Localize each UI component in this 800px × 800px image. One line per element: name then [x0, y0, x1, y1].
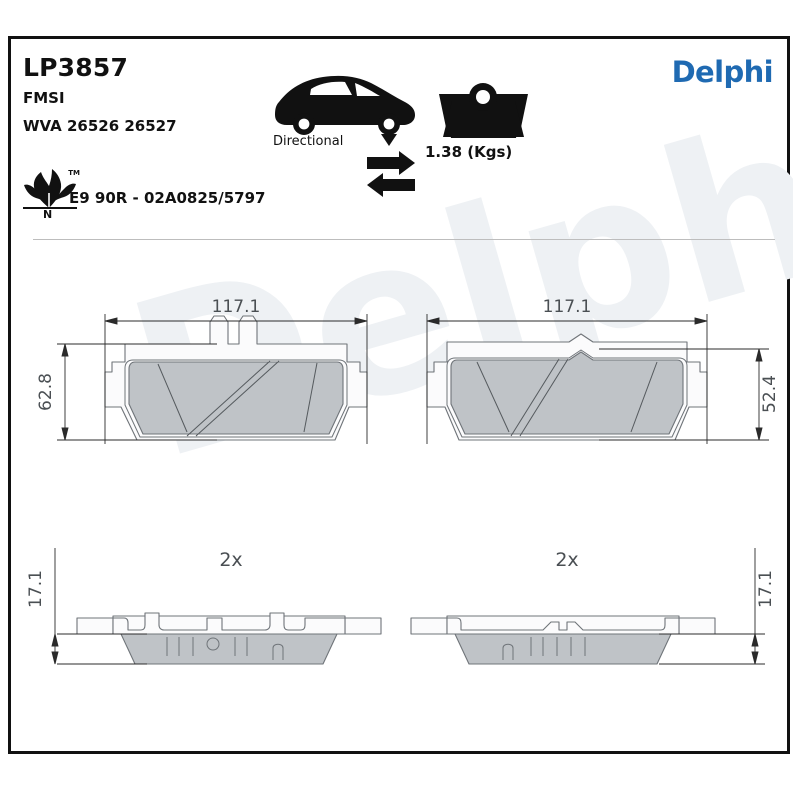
pad-front-view-right: 117.1 52.4 — [426, 297, 780, 444]
pad-side-view-left: 17.1 2x — [26, 548, 382, 665]
dimension-height-right-value: 52.4 — [760, 375, 780, 413]
dimension-width-right — [426, 314, 708, 444]
fmsi-label: FMSI — [23, 89, 65, 107]
pad-front-view-left: 117.1 62.8 — [36, 297, 368, 444]
drawing-sheet: Delphi LP3857 FMSI WVA 26526 26527 Delph… — [8, 36, 793, 754]
trademark-mark: TM — [68, 169, 80, 177]
dimension-thickness-right — [659, 548, 765, 665]
weight-label: 1.38 (Kgs) — [425, 143, 513, 161]
dimension-height-left-value: 62.8 — [36, 373, 56, 411]
directional-arrows-icon — [367, 151, 415, 197]
directional-label: Directional — [273, 134, 344, 149]
eco-letter: N — [43, 208, 53, 221]
quantity-right: 2x — [555, 549, 578, 571]
pad-side-view-right: 17.1 2x — [410, 548, 776, 665]
wva-label: WVA 26526 26527 — [23, 117, 177, 135]
weight-kettlebell-icon — [439, 83, 528, 138]
part-number: LP3857 — [23, 53, 129, 82]
dimension-width-left — [104, 314, 368, 444]
dimension-thickness-right-value: 17.1 — [756, 570, 776, 608]
brand-logo: Delphi — [671, 55, 774, 89]
quantity-left: 2x — [219, 549, 242, 571]
header-separator — [33, 239, 775, 240]
dimension-thickness-left — [51, 548, 147, 665]
car-side-icon — [275, 75, 415, 135]
dimension-thickness-left-value: 17.1 — [26, 570, 46, 608]
dimension-height-left — [57, 343, 217, 441]
eco-leaf-glyph — [24, 169, 76, 208]
rear-axle-triangle-icon — [381, 134, 397, 146]
header-icon-group — [275, 75, 528, 197]
eco-underline — [23, 207, 77, 209]
dimension-height-right — [599, 348, 769, 441]
eco-leaf-icon: TM N — [21, 167, 80, 223]
dimension-width-right-value: 117.1 — [543, 297, 592, 317]
dimension-width-left-value: 117.1 — [212, 297, 261, 317]
approval-code: E9 90R - 02A0825/5797 — [69, 189, 266, 207]
